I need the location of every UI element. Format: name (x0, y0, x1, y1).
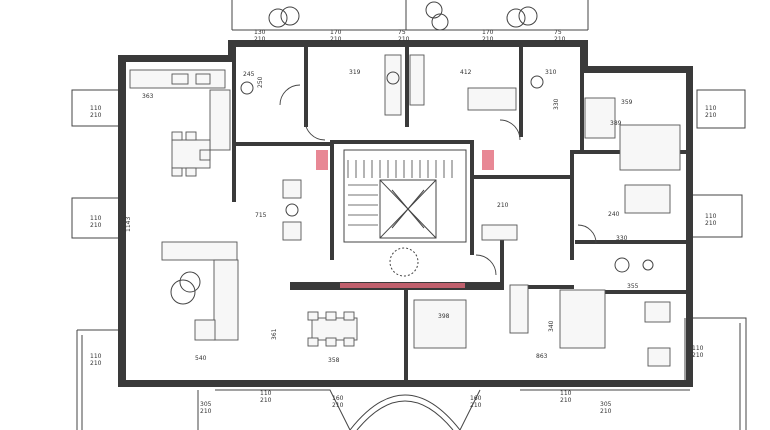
bottom-curved-balcony (197, 389, 690, 430)
dim-bath-mid-right: 240 (608, 211, 620, 218)
dim-bedroom-right-height: 389 (610, 120, 622, 127)
terraces (76, 0, 747, 430)
accent-wall-right (482, 150, 494, 170)
accent-wall-bottom (340, 283, 465, 288)
dim-bedroom-right-width: 359 (621, 99, 633, 106)
dim-stair-landing: 210 (497, 202, 509, 209)
doors (279, 84, 597, 276)
dim-living-main: 715 (255, 212, 267, 219)
dim-bath-left-height: 250 (257, 76, 264, 88)
trees (268, 1, 538, 31)
dim-living-height: 1143 (125, 217, 132, 232)
dim-kitchen-top: 319 (349, 69, 361, 76)
dim-bath-height-b: 340 (548, 320, 555, 332)
bottom-left-balcony (76, 329, 125, 430)
dimension-labels: 363 715 1143 540 245 319 412 310 359 389… (125, 69, 639, 364)
dim-bedroom-top: 412 (460, 69, 472, 76)
dim-bath-top-right: 310 (545, 69, 557, 76)
dim-bath-top-left: 245 (243, 71, 255, 78)
dim-corridor-right: 355 (627, 283, 639, 290)
dim-bedroom-bottom: 863 (536, 353, 548, 360)
dim-dining-height: 361 (271, 328, 278, 340)
dim-living-width: 363 (142, 93, 154, 100)
dim-bath-height-a: 330 (553, 98, 560, 110)
stairwell (343, 149, 467, 277)
furniture (129, 54, 681, 367)
accent-wall-left (316, 150, 328, 170)
dim-living-bottom: 540 (195, 355, 207, 362)
dim-bath-low-right: 330 (616, 235, 628, 242)
bottom-right-balcony (684, 317, 747, 430)
dim-bedroom-bottom-height: 398 (438, 313, 450, 320)
top-balcony (231, 0, 589, 31)
dim-dining-width: 358 (328, 357, 340, 364)
